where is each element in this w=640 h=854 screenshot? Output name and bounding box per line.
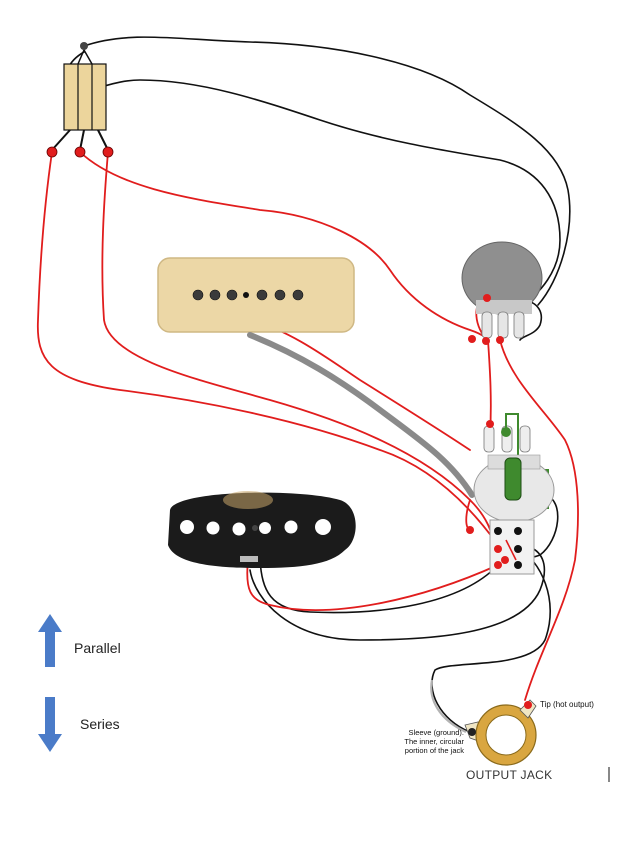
hot-wire-switch-lug <box>465 499 471 531</box>
hot-wire-p90 <box>249 319 471 451</box>
hot-wires <box>36 151 579 701</box>
ground-wire-tele-2 <box>249 547 546 641</box>
sleeve-label: Sleeve (ground). The inner, circular por… <box>390 728 464 755</box>
output-jack-icon <box>430 679 537 766</box>
hot-wire-pot-to-jack <box>499 339 579 701</box>
sleeve-desc-2: portion of the jack <box>404 746 464 755</box>
sleeve-title: Sleeve (ground). <box>408 728 464 737</box>
ground-wires <box>65 36 571 733</box>
push-pull-pot-icon <box>466 413 555 575</box>
ground-wire-to-jack <box>431 547 551 733</box>
potentiometer-icon <box>461 241 543 345</box>
ground-wire-switch-to-pot <box>83 36 571 306</box>
hot-wire-tele <box>246 559 499 611</box>
p90-lead-cable <box>247 332 475 498</box>
parallel-label: Parallel <box>74 640 121 656</box>
p90-pickup-icon <box>157 257 355 333</box>
push-pull-switch-icon <box>46 42 114 158</box>
series-down-arrow-icon <box>38 697 62 752</box>
ground-wire-tele <box>259 559 499 614</box>
sleeve-desc-1: The inner, circular <box>404 737 464 746</box>
tip-label: Tip (hot output) <box>540 700 594 709</box>
hot-wire-switch-left <box>36 151 499 546</box>
output-jack-title: OUTPUT JACK <box>466 768 553 782</box>
tele-bridge-pickup-icon <box>168 491 356 568</box>
hot-wire-switch-mid <box>79 151 489 341</box>
series-label: Series <box>80 716 120 732</box>
parallel-up-arrow-icon <box>38 614 62 667</box>
